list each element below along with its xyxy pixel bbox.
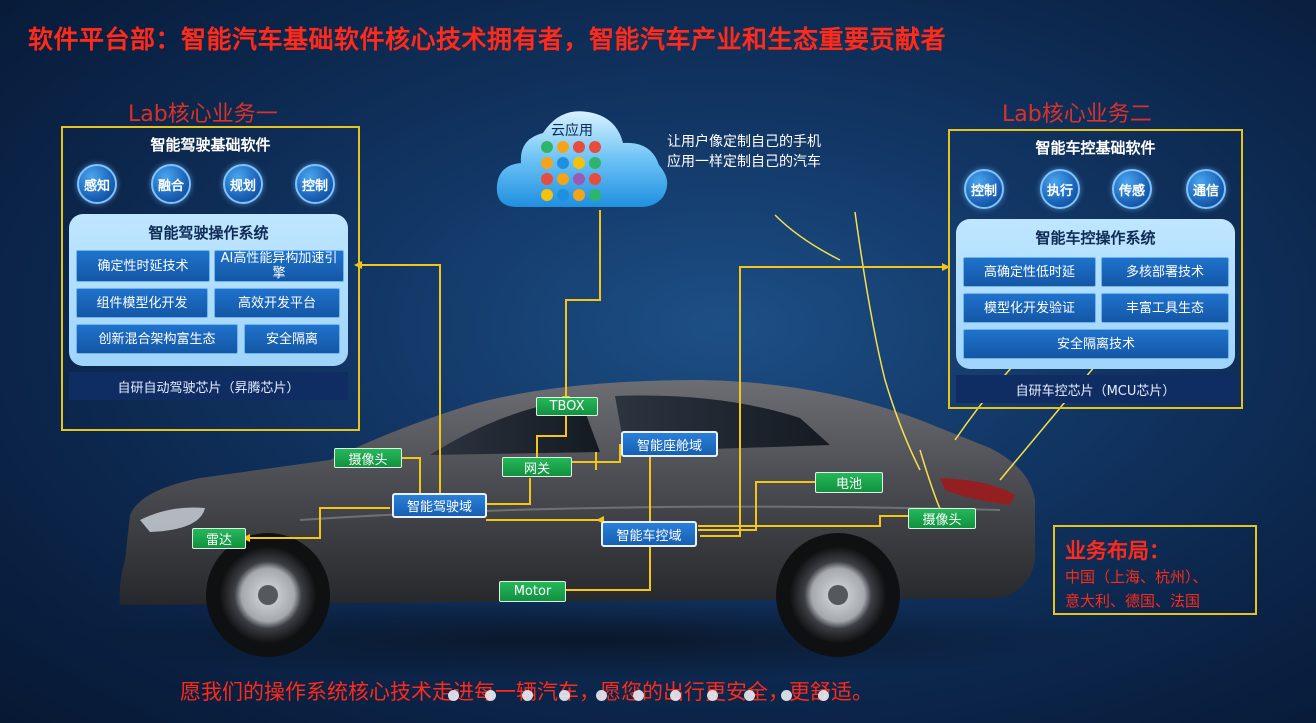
pagination-dot[interactable] — [670, 690, 681, 701]
driving-domain-tag: 智能驾驶域 — [392, 493, 487, 518]
lab1-panel: 智能驾驶基础软件 感知 融合 规划 控制 智能驾驶操作系统 确定性时延技术 AI… — [61, 126, 360, 431]
lab1-tech-item: 高效开发平台 — [214, 288, 340, 318]
gateway-tag: 网关 — [502, 457, 572, 477]
lab1-tech-item: 确定性时延技术 — [76, 250, 210, 282]
motor-tag: Motor — [499, 581, 566, 602]
cloud-text-line2: 应用一样定制自己的汽车 — [667, 154, 821, 170]
lab1-bubble-control: 控制 — [295, 164, 335, 204]
front-camera-tag: 摄像头 — [334, 448, 402, 468]
lab1-panel-title: 智能驾驶基础软件 — [150, 136, 271, 154]
cloud-text-line1: 让用户像定制自己的手机 — [667, 134, 821, 150]
pagination-dot[interactable] — [559, 690, 570, 701]
lab1-tech-item: 安全隔离 — [244, 324, 340, 354]
pagination-dot[interactable] — [818, 690, 829, 701]
lab2-tech-item: 模型化开发验证 — [963, 293, 1096, 323]
lab2-os-box: 智能车控操作系统 高确定性低时延 多核部署技术 模型化开发验证 丰富工具生态 安… — [956, 219, 1235, 369]
lab2-bubble-control: 控制 — [964, 169, 1004, 209]
lab2-panel: 智能车控基础软件 控制 执行 传感 通信 智能车控操作系统 高确定性低时延 多核… — [948, 129, 1243, 409]
rear-camera-tag: 摄像头 — [908, 508, 976, 529]
radar-tag: 雷达 — [192, 528, 246, 549]
lab2-bubble-execution: 执行 — [1040, 169, 1080, 209]
pagination-dot[interactable] — [485, 690, 496, 701]
business-layout-box: 业务布局： 中国（上海、杭州）、 意大利、德国、法国 — [1053, 525, 1257, 615]
pagination-dot[interactable] — [448, 690, 459, 701]
lab2-bubble-communication: 通信 — [1186, 169, 1226, 209]
pagination-dot[interactable] — [522, 690, 533, 701]
lab1-bubble-planning: 规划 — [223, 164, 263, 204]
lab1-tech-item: 组件模型化开发 — [76, 288, 208, 318]
pagination-dot[interactable] — [633, 690, 644, 701]
business-layout-title: 业务布局： — [1065, 539, 1170, 563]
lab1-os-box: 智能驾驶操作系统 确定性时延技术 AI高性能异构加速引擎 组件模型化开发 高效开… — [69, 214, 348, 366]
lab2-tech-item: 安全隔离技术 — [963, 329, 1229, 359]
slide-pagination — [448, 690, 829, 701]
business-layout-line1: 中国（上海、杭州）、 — [1065, 568, 1208, 586]
pagination-dot[interactable] — [596, 690, 607, 701]
cockpit-domain-tag: 智能座舱域 — [621, 431, 718, 457]
lab2-panel-title: 智能车控基础软件 — [1035, 139, 1156, 157]
cloud-icon — [496, 111, 668, 207]
lab1-bubble-perception: 感知 — [77, 164, 117, 204]
cloud-label: 云应用 — [551, 123, 593, 139]
lab1-chip-bar: 自研自动驾驶芯片（昇腾芯片） — [69, 372, 348, 400]
lab1-tech-item: 创新混合架构富生态 — [76, 324, 238, 354]
pagination-dot[interactable] — [781, 690, 792, 701]
pagination-dot[interactable] — [744, 690, 755, 701]
lab1-tech-item: AI高性能异构加速引擎 — [214, 250, 344, 282]
lab2-bubble-sensing: 传感 — [1112, 169, 1152, 209]
lab2-tech-item: 高确定性低时延 — [963, 257, 1096, 287]
lab1-bubble-fusion: 融合 — [151, 164, 191, 204]
lab2-chip-bar: 自研车控芯片（MCU芯片） — [956, 375, 1235, 403]
lab2-title: Lab核心业务二 — [1002, 102, 1152, 127]
vehicle-control-domain-tag: 智能车控域 — [601, 521, 697, 547]
battery-tag: 电池 — [815, 472, 883, 493]
lab1-os-title: 智能驾驶操作系统 — [148, 224, 269, 242]
pagination-dot[interactable] — [707, 690, 718, 701]
lab1-title: Lab核心业务一 — [128, 102, 278, 127]
lab2-tech-item: 丰富工具生态 — [1101, 293, 1229, 323]
page-title: 软件平台部：智能汽车基础软件核心技术拥有者，智能汽车产业和生态重要贡献者 — [28, 25, 947, 54]
business-layout-line2: 意大利、德国、法国 — [1065, 592, 1201, 610]
lab2-os-title: 智能车控操作系统 — [1035, 229, 1156, 247]
lab2-tech-item: 多核部署技术 — [1101, 257, 1229, 287]
tbox-tag: TBOX — [536, 397, 598, 416]
